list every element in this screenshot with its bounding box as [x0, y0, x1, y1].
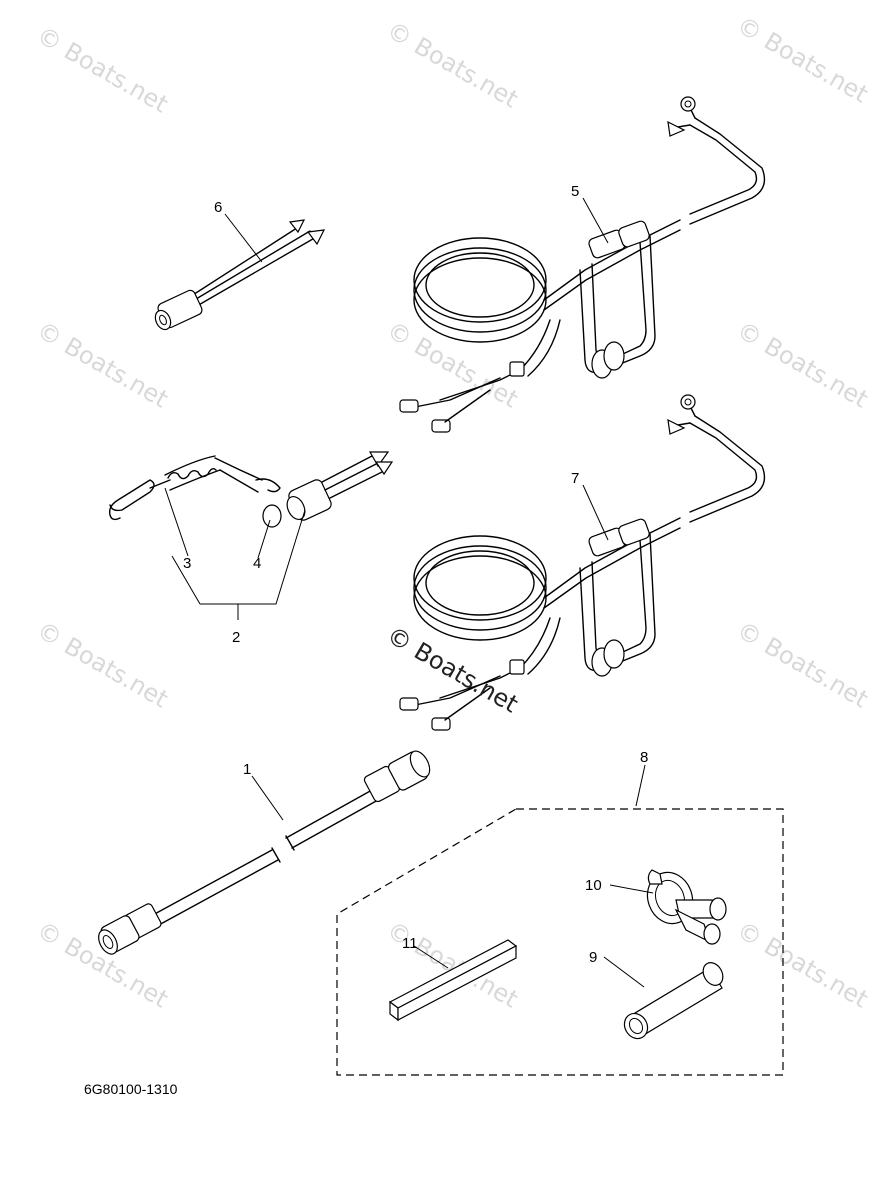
part-5-harness — [399, 96, 766, 433]
diagram-part-code: 6G80100-1310 — [84, 1081, 178, 1097]
watermarks: © Boats.net © Boats.net © Boats.net © Bo… — [32, 11, 869, 1013]
watermark: © Boats.net — [32, 316, 173, 413]
watermark: © Boats.net — [732, 616, 869, 713]
callout-10: 10 — [585, 877, 602, 894]
part-9-tube — [623, 962, 724, 1040]
callout-1: 1 — [243, 761, 251, 778]
watermark: © Boats.net — [732, 11, 869, 108]
callouts: 1 2 3 4 5 6 7 8 9 10 11 — [183, 183, 648, 966]
watermark: © Boats.net — [32, 616, 173, 713]
callout-8: 8 — [640, 749, 648, 766]
callout-6: 6 — [214, 199, 222, 216]
callout-7: 7 — [571, 470, 579, 487]
watermark: © Boats.net — [32, 21, 173, 118]
callout-2: 2 — [232, 629, 240, 646]
part-11-bar — [388, 939, 518, 1022]
callout-3: 3 — [183, 555, 191, 572]
watermark: © Boats.net — [382, 16, 523, 113]
watermark: © Boats.net — [732, 916, 869, 1013]
part-1-extension-cable — [98, 750, 431, 955]
callout-5: 5 — [571, 183, 579, 200]
part-8-kit — [336, 808, 784, 1076]
part-2-lanyard-switch — [108, 451, 394, 528]
part-7-harness — [399, 394, 766, 731]
part-6-lead — [154, 219, 326, 331]
callout-11: 11 — [402, 935, 418, 952]
watermark: © Boats.net — [732, 316, 869, 413]
leader-lines — [164, 197, 654, 988]
part-10-fitting — [646, 869, 727, 945]
callout-4: 4 — [253, 555, 261, 572]
callout-9: 9 — [589, 949, 597, 966]
